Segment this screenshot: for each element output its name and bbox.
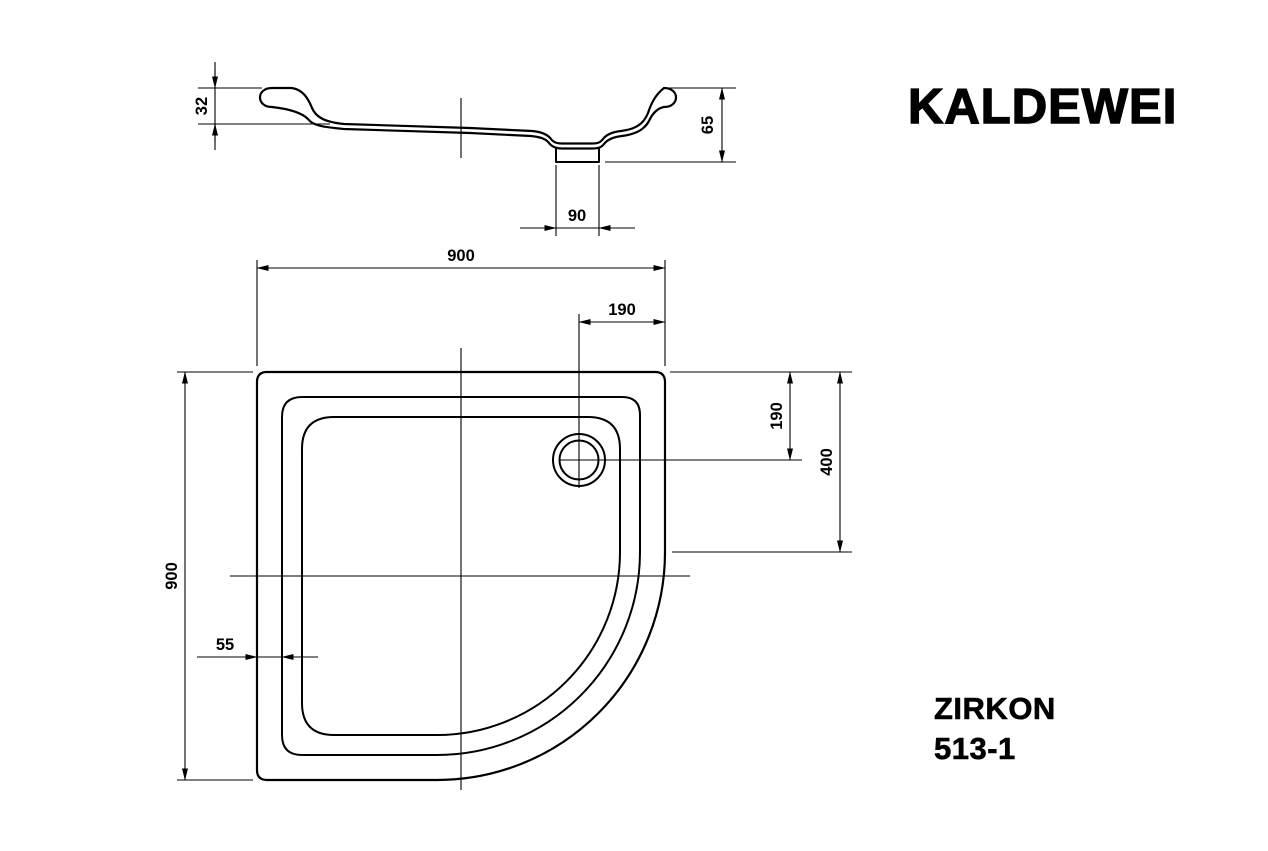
dimension-edge-to-radius: 400	[672, 371, 852, 553]
plan-outer-edge	[255, 370, 667, 782]
dimension-rim-height: 32	[193, 62, 330, 150]
dimension-value-rim-flat: 55	[216, 636, 234, 654]
dimension-value-depth: 900	[163, 562, 181, 590]
dimension-rim-flat: 55	[197, 636, 318, 660]
dimension-value-drain-from-right: 190	[608, 301, 636, 319]
section-left-rim-curl	[258, 86, 274, 109]
dimension-value-drain-from-top: 190	[768, 402, 786, 430]
dimension-drain-from-right: 190	[578, 301, 666, 488]
section-view: 32 65 90	[193, 62, 736, 236]
dimension-value-width: 900	[447, 247, 475, 265]
dimension-total-height: 65	[605, 87, 736, 163]
plan-view: 900 190 900 190 400	[163, 247, 852, 790]
section-top-surface	[270, 86, 666, 145]
plan-floor-edge	[301, 416, 621, 736]
dimension-value-edge-to-radius: 400	[818, 448, 836, 476]
dimension-width: 900	[256, 247, 666, 366]
brand-logo: KALDEWEI	[908, 80, 1177, 134]
product-label: ZIRKON 513-1	[934, 691, 1056, 767]
dimension-value-rim-height: 32	[193, 97, 211, 115]
dimension-drain-from-top: 190	[560, 371, 852, 461]
section-right-rim-curl	[662, 86, 678, 109]
product-series: ZIRKON	[934, 691, 1056, 726]
product-model: 513-1	[934, 731, 1016, 766]
dimension-value-drain-width: 90	[568, 207, 586, 225]
dimension-value-total-height: 65	[699, 116, 717, 134]
dimension-drain-width: 90	[520, 165, 635, 236]
section-drain-boss	[555, 147, 600, 163]
dimension-depth: 900	[163, 371, 253, 781]
